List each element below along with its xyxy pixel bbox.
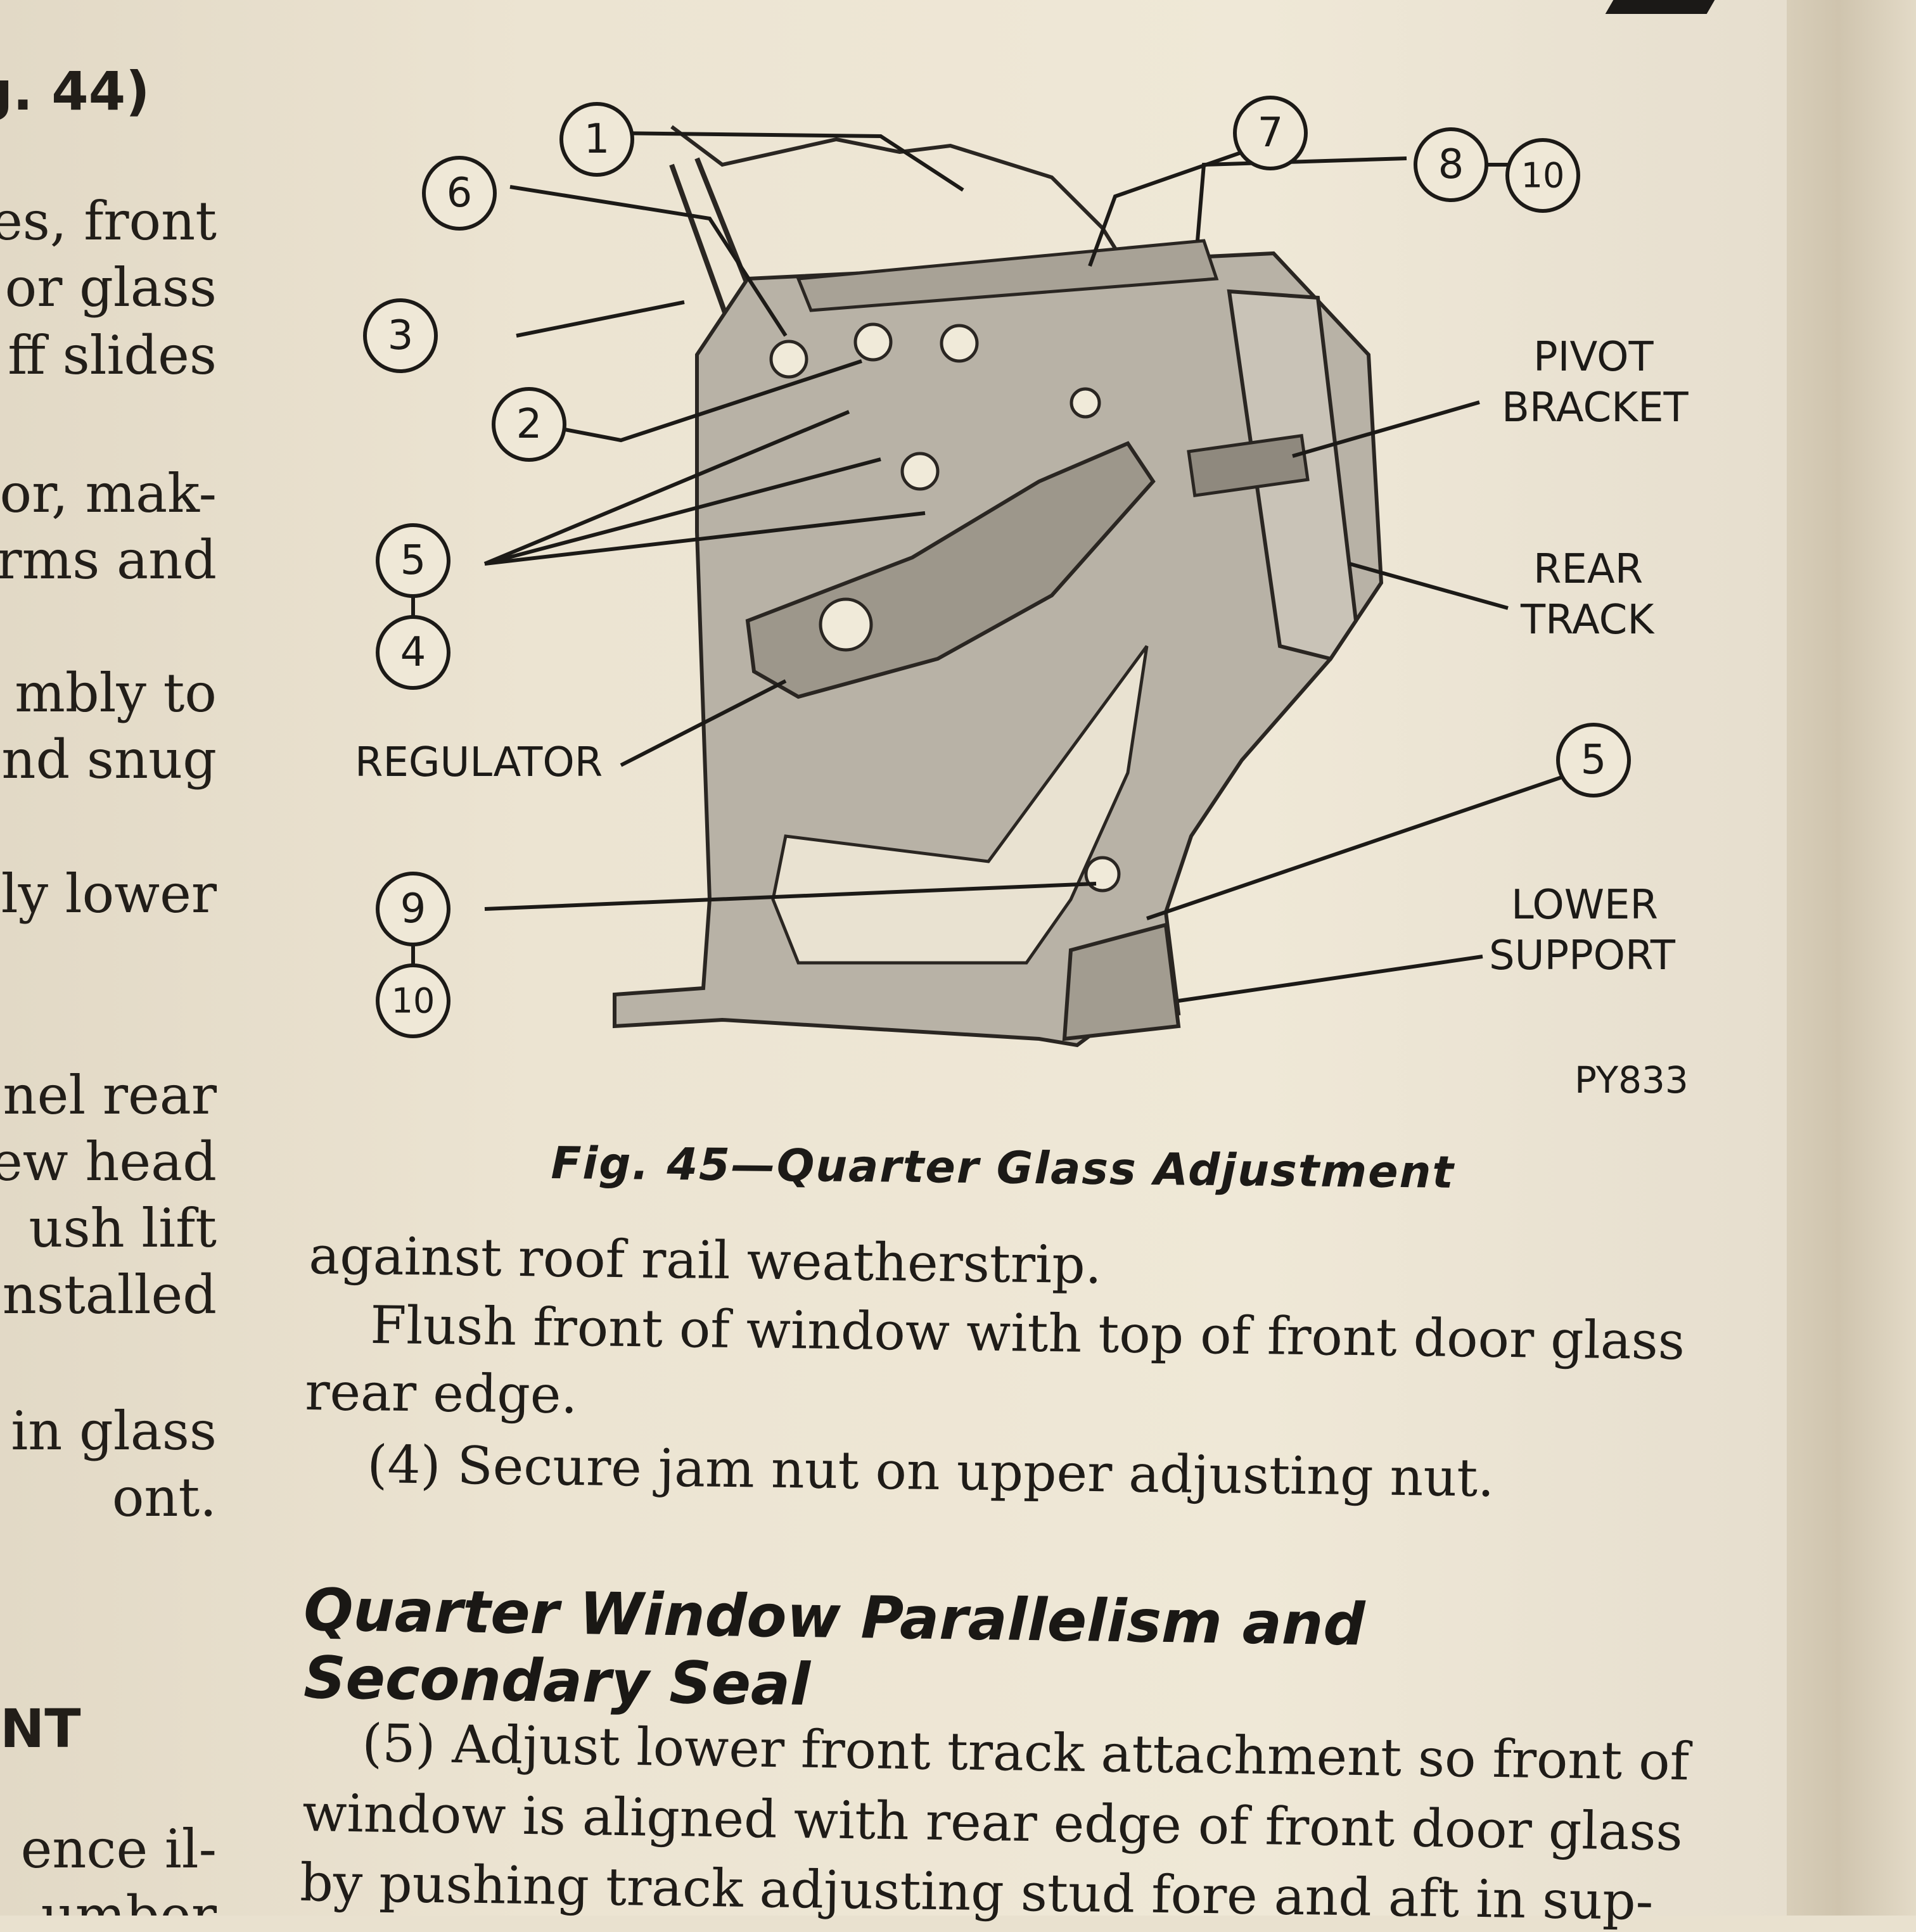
left-line: rms and [0,529,217,591]
left-line: es, front [0,190,217,252]
bolt-icon [900,452,940,491]
label-support: SUPPORT [1489,932,1676,979]
callout-circle-3 [363,298,438,373]
left-line: ly lower [1,863,217,925]
leader-line [1196,156,1407,241]
callout-number: 3 [388,312,414,359]
left-line: NT [0,1698,81,1760]
callout-circle-4 [376,615,450,690]
callout-circle-10b [376,963,450,1038]
left-line: umber [41,1884,217,1916]
left-line: or, mak- [0,462,217,524]
callout-circle-1 [559,102,634,177]
left-line: ush lift [29,1197,217,1259]
bolt-icon [940,324,979,363]
label-rear: REAR [1533,546,1643,593]
label-bracket: BRACKET [1502,384,1689,431]
leader-line [484,511,926,566]
bolt-icon [853,322,893,362]
callout-circle-7 [1233,96,1308,170]
callout-number: 10 [1521,156,1565,196]
corner-mark [1605,0,1715,14]
left-column: g. 44) es, front or glass ff slides or, … [0,0,228,1916]
callout-circle-5 [376,523,450,598]
figure-caption: Fig. 45—Quarter Glass Adjustment [551,1137,1455,1198]
callout-number: 9 [400,886,426,932]
callout-number: 5 [400,537,426,584]
callout-circle-5b [1556,723,1631,798]
leader-line [483,410,850,566]
callout-number: 6 [447,170,473,217]
left-line: g. 44) [0,60,150,122]
figure-45: 1 6 3 2 5 4 7 8 10 5 9 10 PIVOT BRACKET … [342,89,1736,1128]
callout-circle-9 [376,872,450,946]
page-edge [1787,0,1916,1916]
callout-number: 8 [1438,141,1464,188]
callout-number: 4 [400,629,426,676]
left-line: ence il- [20,1818,217,1880]
lower-support [1062,922,1181,1041]
left-line: in glass [11,1400,217,1462]
callout-circle-2 [492,387,566,462]
section-heading: Secondary Seal [303,1644,811,1719]
left-line: nstalled [2,1264,217,1326]
callout-circle-8 [1414,127,1488,202]
bolt-icon [819,597,873,652]
leader-line [1178,955,1483,1003]
body-line: rear edge. [304,1362,578,1426]
callout-number: 5 [1581,737,1607,784]
callout-number: 7 [1258,110,1284,156]
leader-line [484,882,1097,911]
left-line: nd snug [1,728,217,791]
leader-line [509,185,788,337]
label-pivot: PIVOT [1533,334,1654,381]
figure-code: PY833 [1574,1058,1689,1102]
callout-number: 2 [516,401,542,448]
leader-line [1292,400,1480,458]
label-lower: LOWER [1511,882,1658,929]
top-rail [796,239,1219,312]
callout-circle-10 [1505,138,1580,213]
bolt-icon [1070,387,1101,419]
leader-line [608,131,964,192]
left-line: nel rear [3,1064,217,1126]
left-line: ew head [0,1131,217,1193]
body-line: against roof rail weatherstrip. [308,1226,1102,1296]
left-line: ff slides [8,324,217,386]
leader-line [484,457,881,566]
figure-illustration: 1 6 3 2 5 4 7 8 10 5 9 10 PIVOT BRACKET … [355,96,1689,1102]
leader-line [516,300,685,338]
left-line: ont. [112,1466,217,1528]
left-line: mbly to [15,662,217,724]
pivot-bracket [1187,433,1310,498]
left-line: or glass [4,257,217,319]
leader-line [1146,768,1585,920]
callout-circle-6 [422,156,497,231]
bolt-icon [769,340,808,379]
leader-line [620,679,787,767]
label-regulator: REGULATOR [355,739,603,786]
label-track: TRACK [1520,597,1655,644]
callout-number: 10 [392,981,435,1021]
callout-number: 1 [584,116,610,163]
leader-line [547,359,862,443]
glass-edge [670,125,1136,280]
leader-line [1349,562,1509,610]
